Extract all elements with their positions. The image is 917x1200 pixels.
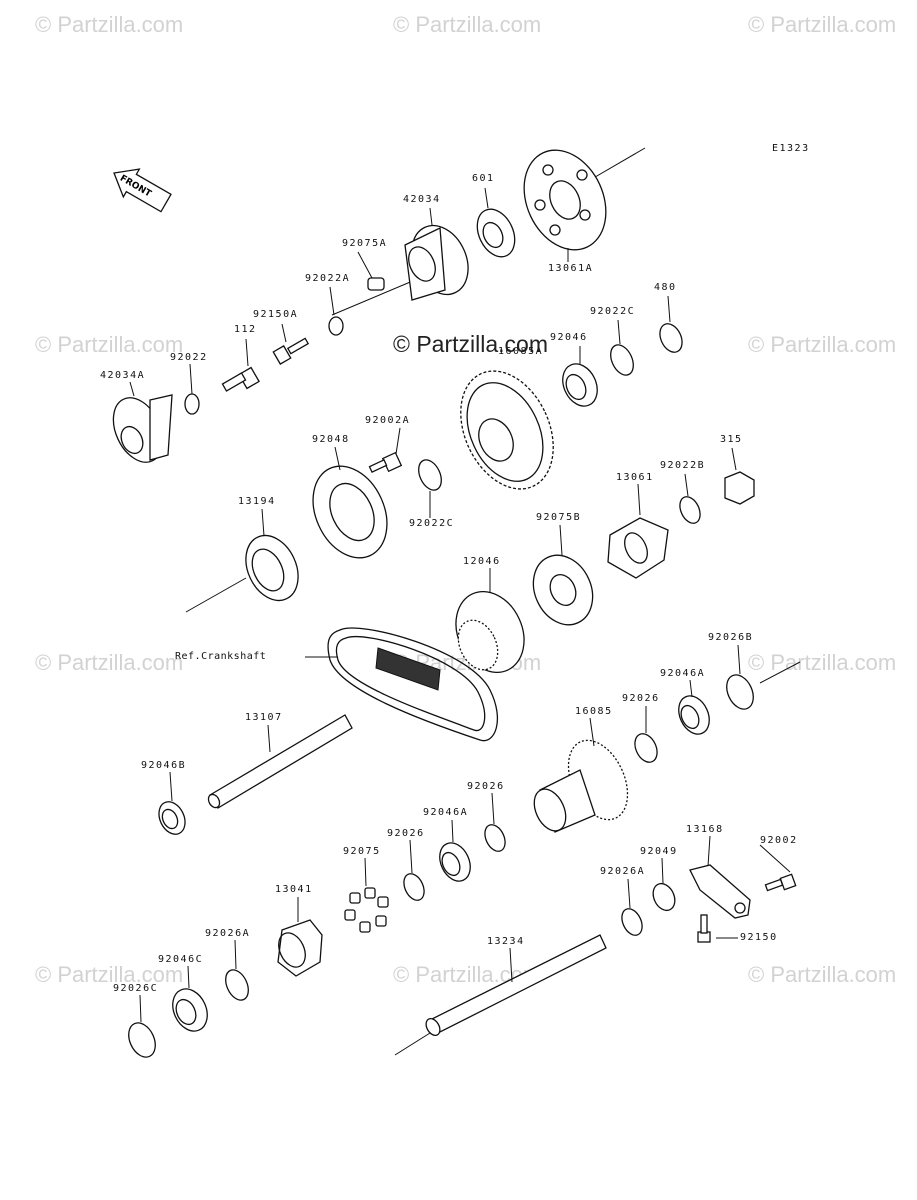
part-label[interactable]: 92026 [467, 781, 505, 792]
washer-92026a-left [225, 969, 249, 1001]
part-label[interactable]: 92022C [409, 518, 455, 529]
part-label[interactable]: 92046A [423, 807, 469, 818]
part-label[interactable]: 13234 [487, 936, 525, 947]
part-label[interactable]: 92022A [305, 273, 351, 284]
lever-13168 [689, 864, 751, 919]
seal-92049 [652, 882, 676, 912]
damper-92075a [367, 277, 385, 291]
hub-42034 [404, 224, 469, 301]
part-label[interactable]: 42034A [100, 370, 146, 381]
washer-92022c-mid [418, 459, 442, 491]
part-label[interactable]: 13107 [245, 712, 283, 723]
part-label[interactable]: 601 [472, 173, 495, 184]
screw-92002a [368, 451, 403, 473]
part-label[interactable]: 92002A [365, 415, 411, 426]
part-label[interactable]: 92026B [708, 632, 754, 643]
part-label[interactable]: 92048 [312, 434, 350, 445]
part-label[interactable]: 92150A [253, 309, 299, 320]
hub-13041 [277, 919, 323, 977]
part-label[interactable]: 92026A [205, 928, 251, 939]
damper-set-92075 [344, 887, 389, 933]
part-label[interactable]: 16085A [498, 346, 544, 357]
plate-92048 [312, 465, 388, 559]
front-arrow-icon: FRONT [113, 168, 172, 213]
part-label[interactable]: 315 [720, 434, 743, 445]
watermark: © Partzilla.com [35, 332, 184, 357]
part-label[interactable]: 12046 [463, 556, 501, 567]
washer-92026-left [403, 873, 425, 901]
needle-bearing-92046a-mid [439, 842, 471, 882]
part-label[interactable]: 92046B [141, 760, 187, 771]
part-label[interactable]: 92022 [170, 352, 208, 363]
needle-bearing-92046a-right [678, 695, 710, 735]
needle-bearing-92046 [562, 363, 598, 407]
part-label[interactable]: 92002 [760, 835, 798, 846]
part-label[interactable]: 42034 [403, 194, 441, 205]
part-label[interactable]: 92046 [550, 332, 588, 343]
washer-92022 [184, 393, 200, 415]
sprocket-12046 [455, 590, 525, 674]
circlip-480 [659, 323, 683, 353]
washer-92026b [726, 674, 754, 710]
bolt-112 [221, 366, 260, 392]
bearing-13194 [245, 534, 299, 602]
gear-16085 [533, 739, 629, 833]
part-label[interactable]: 92075B [536, 512, 582, 523]
washer-92026-right [634, 733, 658, 763]
part-label[interactable]: 16085 [575, 706, 613, 717]
part-label[interactable]: 480 [654, 282, 677, 293]
needle-bearing-92046c [172, 988, 208, 1032]
part-label[interactable]: 92026C [113, 983, 159, 994]
part-label[interactable]: 13168 [686, 824, 724, 835]
part-label[interactable]: 92046A [660, 668, 706, 679]
hub-42034a [112, 394, 173, 463]
watermark: © Partzilla.com [748, 332, 897, 357]
part-label[interactable]: 92022C [590, 306, 636, 317]
washer-92022b [679, 496, 701, 524]
watermark: © Partzilla.com [35, 962, 184, 987]
part-label[interactable]: 112 [234, 324, 257, 335]
washer-92022a [328, 316, 344, 336]
watermark: © Partzilla.com [35, 650, 184, 675]
part-label[interactable]: 92075A [342, 238, 388, 249]
washer-92026c [128, 1022, 156, 1058]
part-label[interactable]: 92026A [600, 866, 646, 877]
watermark: © Partzilla.com [748, 650, 897, 675]
flange-13061a [523, 149, 607, 251]
washer-92022c [610, 344, 634, 376]
watermark: © Partzilla.com [35, 12, 184, 37]
part-label[interactable]: 92075 [343, 846, 381, 857]
watermark: © Partzilla.com [748, 12, 897, 37]
part-label[interactable]: 13061A [548, 263, 594, 274]
part-label[interactable]: 92046C [158, 954, 204, 965]
bolt-92002 [764, 873, 797, 892]
reference-crankshaft: Ref.Crankshaft [175, 651, 267, 662]
leader-lines [129, 187, 791, 1023]
damper-92075b [532, 554, 594, 626]
nut-315 [724, 471, 755, 505]
gear-16085a [460, 370, 554, 490]
part-label[interactable]: 92022B [660, 460, 706, 471]
watermark: © Partzilla.com [393, 12, 542, 37]
bolt-92150 [697, 914, 711, 943]
diagram-code: E1323 [772, 143, 810, 154]
part-label[interactable]: 92150 [740, 932, 778, 943]
part-label[interactable]: 92049 [640, 846, 678, 857]
shaft-13234 [425, 934, 607, 1037]
center-watermark: © Partzilla.com [393, 331, 548, 357]
part-label[interactable]: 13061 [616, 472, 654, 483]
bolt-92150a [272, 337, 310, 365]
hub-13061 [607, 517, 669, 579]
washer-92026-mid [484, 824, 506, 852]
part-label[interactable]: 92026 [387, 828, 425, 839]
bearing-601 [476, 208, 516, 258]
watermark: © Partzilla.com [748, 962, 897, 987]
part-label[interactable]: 92026 [622, 693, 660, 704]
washer-92026a-right [621, 908, 643, 936]
shaft-13107 [207, 714, 353, 809]
part-label[interactable]: 13041 [275, 884, 313, 895]
bearing-92046b [158, 801, 186, 835]
part-label[interactable]: 13194 [238, 496, 276, 507]
